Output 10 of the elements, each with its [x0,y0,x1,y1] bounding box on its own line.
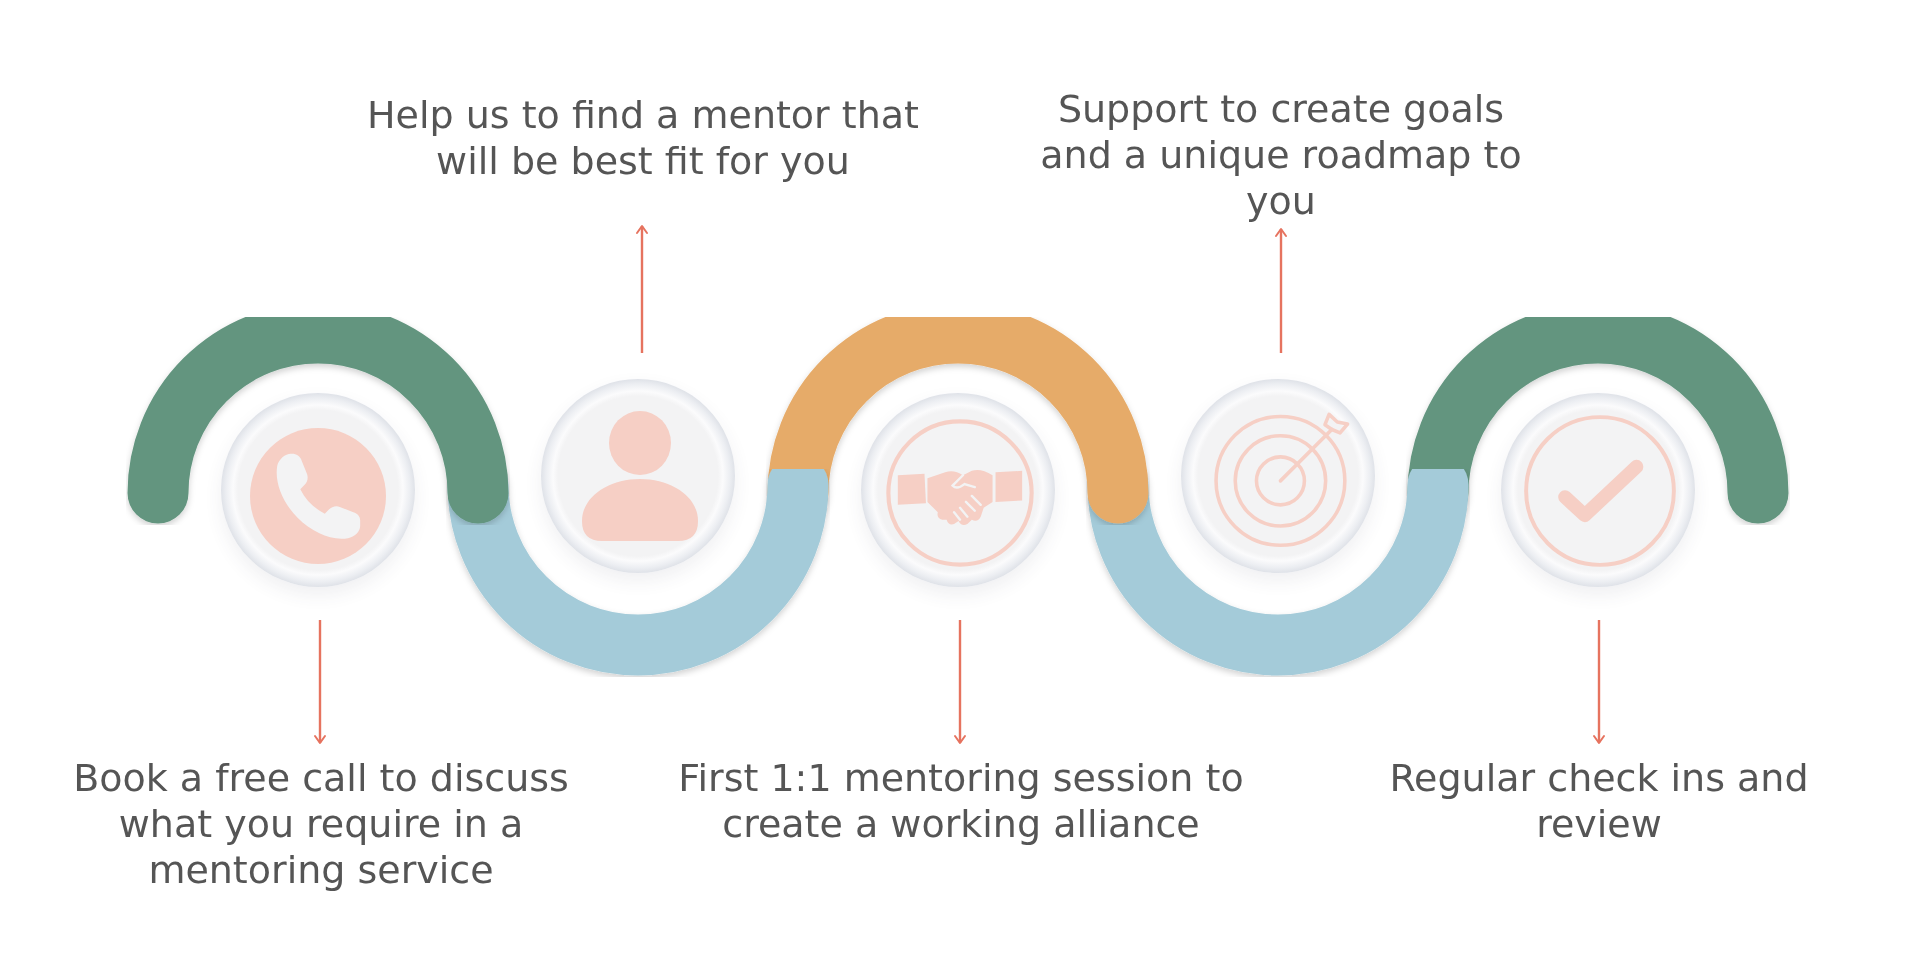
step-description: Regular check ins and review [1388,755,1810,847]
arrow [636,225,648,353]
arrow [1593,620,1605,744]
step-description: Book a free call to discuss what you require in a mentoring service [72,755,570,893]
arrow [1275,228,1287,353]
step-description: Support to create goals and a unique roadmap to you [1039,86,1523,224]
arrow [314,620,326,744]
step-description: Help us to find a mentor that will be best fit for you [366,92,920,184]
step-description: First 1:1 mentoring session to create a working alliance [677,755,1245,847]
arrow [954,620,966,744]
